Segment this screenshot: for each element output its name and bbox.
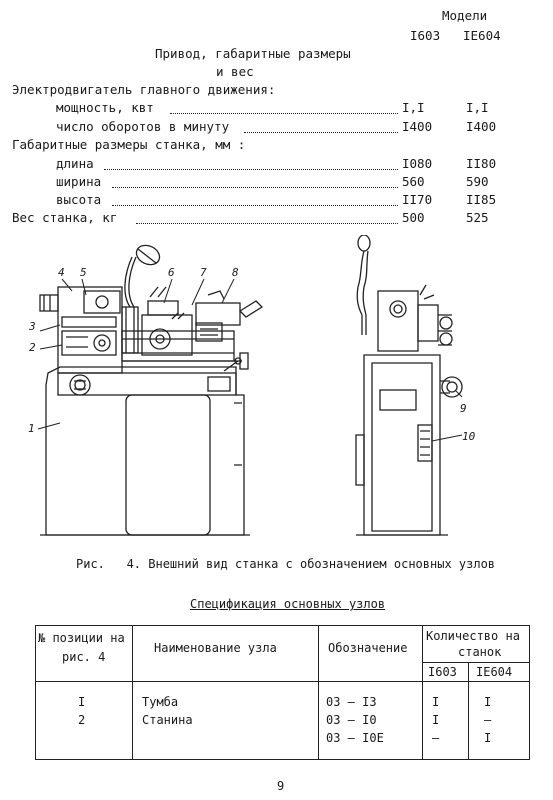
- length-a: I080: [402, 156, 433, 171]
- leader-dots: [244, 132, 398, 133]
- model-b-header: IE604: [463, 28, 501, 43]
- motor-power-a: I,I: [402, 100, 425, 115]
- page-number: 9: [277, 779, 285, 793]
- motor-rpm-a: I400: [402, 119, 433, 134]
- width-a: 560: [402, 174, 425, 189]
- height-b: II85: [466, 192, 497, 207]
- motor-power-label: мощность, квт: [56, 100, 154, 115]
- callout-leaders: [37, 278, 463, 442]
- section-title-line1: Привод, габаритные размеры: [155, 46, 351, 61]
- table-row-designation: 03 – I0: [326, 713, 377, 727]
- callout-10: 10: [462, 430, 476, 443]
- table-row-qty-b: I: [484, 731, 492, 745]
- leader-dots: [112, 187, 398, 188]
- table-row-pos: 2: [78, 713, 86, 727]
- models-label: Модели: [442, 8, 488, 23]
- table-row-name: Тумба: [142, 695, 179, 709]
- weight-b: 525: [466, 210, 489, 225]
- lathe-figure: [37, 235, 463, 536]
- table-row-qty-b: I: [484, 695, 492, 709]
- width-b: 590: [466, 174, 489, 189]
- motor-header: Электродвигатель главного движения:: [12, 82, 276, 97]
- header-position-line2: рис. 4: [62, 650, 106, 664]
- table-row-designation: 03 – I0E: [326, 731, 384, 745]
- motor-rpm-label: число оборотов в минуту: [56, 119, 230, 134]
- front-view-drawing: [39, 244, 264, 536]
- leader-dots: [104, 169, 398, 170]
- leader-dots: [112, 205, 398, 206]
- table-row-pos: I: [78, 695, 86, 709]
- callout-3: 3: [29, 320, 36, 333]
- callout-6: 6: [168, 266, 175, 279]
- weight-label: Вес станка, кг: [12, 210, 118, 225]
- table-row-qty-a: I: [432, 713, 440, 727]
- callout-5: 5: [80, 266, 87, 279]
- height-a: II70: [402, 192, 433, 207]
- table-row-designation: 03 – I3: [326, 695, 377, 709]
- length-label: длина: [56, 156, 94, 171]
- table-row-qty-b: –: [484, 713, 492, 727]
- section-title-line2: и вес: [216, 64, 254, 79]
- length-b: II80: [466, 156, 497, 171]
- header-designation: Обозначение: [328, 641, 408, 655]
- height-label: высота: [56, 192, 102, 207]
- header-position-line1: № позиции на: [38, 631, 125, 645]
- header-qty-line1: Количество на: [426, 629, 520, 643]
- weight-a: 500: [402, 210, 425, 225]
- leader-dots: [136, 223, 398, 224]
- header-qty-model-b: IE604: [476, 665, 513, 679]
- table-row-qty-a: –: [432, 731, 440, 745]
- header-qty-model-a: I603: [428, 665, 457, 679]
- width-label: ширина: [56, 174, 102, 189]
- spec-table: № позиции на рис. 4 Наименование узла Об…: [35, 625, 530, 760]
- callout-7: 7: [200, 266, 207, 279]
- table-row-qty-a: I: [432, 695, 440, 709]
- figure-caption: Рис. 4. Внешний вид станка с обозначение…: [76, 557, 496, 571]
- leader-dots: [170, 113, 398, 114]
- header-qty-line2: станок: [458, 645, 502, 659]
- dims-header: Габаритные размеры станка, мм :: [12, 137, 246, 152]
- motor-power-b: I,I: [466, 100, 489, 115]
- side-view-drawing: [355, 235, 463, 536]
- callout-4: 4: [58, 266, 65, 279]
- header-name: Наименование узла: [154, 641, 277, 655]
- model-a-header: I603: [410, 28, 441, 43]
- callout-1: 1: [28, 422, 35, 435]
- motor-rpm-b: I400: [466, 119, 497, 134]
- callout-8: 8: [232, 266, 239, 279]
- table-row-name: Станина: [142, 713, 193, 727]
- callout-2: 2: [29, 341, 36, 354]
- callout-9: 9: [460, 402, 467, 415]
- spec-title: Спецификация основных узлов: [190, 597, 386, 611]
